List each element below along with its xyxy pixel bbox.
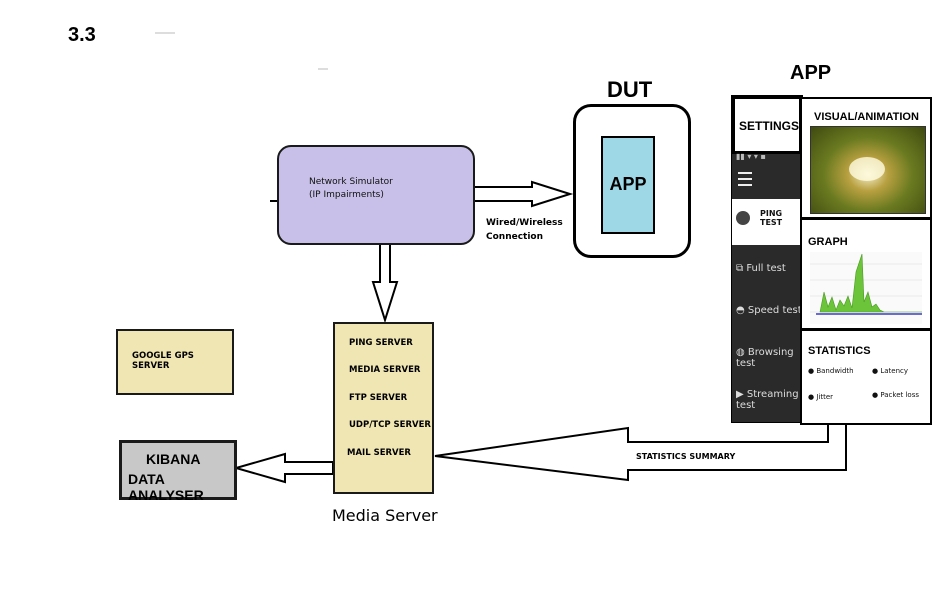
graph-section: GRAPH bbox=[802, 220, 930, 331]
stat-jitter-label: Jitter bbox=[816, 393, 834, 401]
arrow-statistics-summary bbox=[434, 421, 847, 482]
menu-item-browsing-test[interactable]: ◍ Browsing test bbox=[736, 347, 802, 369]
visual-label: VISUAL/ANIMATION bbox=[814, 111, 919, 123]
ping-person-icon bbox=[736, 211, 750, 225]
media-server-caption: Media Server bbox=[332, 506, 438, 525]
menu-item-full-test[interactable]: ⧉ Full test bbox=[736, 263, 786, 274]
arrow-simulator-to-media bbox=[371, 243, 399, 324]
stat-bandwidth: ● Bandwidth bbox=[808, 367, 854, 375]
app-content-panel: VISUAL/ANIMATION GRAPH STATISTICS ● Band… bbox=[800, 97, 932, 425]
stat-latency-label: Latency bbox=[880, 367, 909, 375]
scan-speck bbox=[155, 32, 175, 34]
speed-test-icon: ◓ bbox=[736, 305, 745, 316]
full-test-icon: ⧉ bbox=[736, 263, 744, 274]
network-simulator-sublabel: (IP Impairments) bbox=[309, 190, 384, 200]
media-item-mail: MAIL SERVER bbox=[347, 448, 411, 458]
play-icon: ▶ bbox=[736, 389, 744, 400]
stat-bandwidth-label: Bandwidth bbox=[816, 367, 854, 375]
media-item-media: MEDIA SERVER bbox=[349, 365, 421, 375]
animation-tunnel bbox=[849, 157, 885, 181]
menu-item-ping[interactable]: PING TEST bbox=[732, 199, 802, 245]
app-menu-panel: SETTINGS ▮▮ ▾ ▾ ▪ PING TEST ⧉ Full test … bbox=[731, 95, 803, 423]
menu-item-streaming-test[interactable]: ▶ Streaming test bbox=[736, 389, 802, 411]
visual-section: VISUAL/ANIMATION bbox=[802, 99, 930, 220]
globe-icon: ◍ bbox=[736, 347, 745, 358]
menu-item-speed-test[interactable]: ◓ Speed test bbox=[736, 305, 802, 316]
hamburger-icon[interactable] bbox=[738, 172, 752, 186]
app-title: APP bbox=[790, 62, 832, 84]
stat-jitter: ● Jitter bbox=[808, 393, 834, 401]
statistics-label: STATISTICS bbox=[808, 345, 871, 357]
dut-screen-label: APP bbox=[609, 174, 647, 194]
network-simulator-label: Network Simulator bbox=[309, 177, 393, 187]
menu-item-full-test-label: Full test bbox=[746, 263, 786, 274]
settings-label: SETTINGS bbox=[739, 119, 800, 133]
media-item-ftp: FTP SERVER bbox=[349, 393, 408, 403]
menu-item-streaming-test-label: Streaming test bbox=[736, 389, 799, 411]
graph-series bbox=[819, 253, 922, 313]
media-server-box: PING SERVER MEDIA SERVER FTP SERVER UDP/… bbox=[333, 322, 434, 494]
scan-speck bbox=[318, 68, 328, 70]
animation-image bbox=[810, 126, 926, 214]
stat-packet-loss: ● Packet loss bbox=[872, 391, 919, 399]
stat-packet-loss-label: Packet loss bbox=[880, 391, 919, 399]
dut-screen: APP bbox=[601, 136, 655, 234]
settings-tab[interactable]: SETTINGS bbox=[732, 96, 802, 154]
connection-sublabel: Connection bbox=[486, 232, 544, 242]
statistics-section: STATISTICS ● Bandwidth ● Latency ● Jitte… bbox=[802, 331, 930, 423]
arrow-simulator-to-dut bbox=[473, 180, 574, 208]
graph-plot bbox=[810, 252, 922, 324]
dut-title: DUT bbox=[607, 77, 653, 102]
stat-latency: ● Latency bbox=[872, 367, 909, 375]
network-simulator-box: Network Simulator (IP Impairments) bbox=[277, 145, 475, 245]
gps-server-box: GOOGLE GPS SERVER bbox=[116, 329, 234, 395]
kibana-title: KIBANA bbox=[146, 451, 201, 467]
gps-server-label: GOOGLE GPS SERVER bbox=[132, 351, 194, 371]
kibana-subtitle: DATA ANALYSER bbox=[128, 471, 204, 503]
dut-device: APP bbox=[573, 104, 691, 258]
status-bar: ▮▮ ▾ ▾ ▪ bbox=[736, 152, 766, 161]
kibana-box: KIBANA DATA ANALYSER bbox=[119, 440, 237, 503]
media-item-ping: PING SERVER bbox=[349, 338, 413, 348]
statistics-summary-label: STATISTICS SUMMARY bbox=[636, 452, 736, 461]
media-item-udp-tcp: UDP/TCP SERVER bbox=[349, 420, 431, 430]
arrow-media-to-kibana bbox=[232, 452, 334, 484]
menu-item-speed-test-label: Speed test bbox=[747, 305, 802, 316]
menu-item-ping-label: PING TEST bbox=[760, 209, 783, 227]
graph-label: GRAPH bbox=[808, 236, 848, 248]
menu-item-browsing-test-label: Browsing test bbox=[736, 347, 794, 369]
figure-number: 3.3 bbox=[68, 24, 96, 46]
connection-label: Wired/Wireless bbox=[486, 218, 563, 228]
